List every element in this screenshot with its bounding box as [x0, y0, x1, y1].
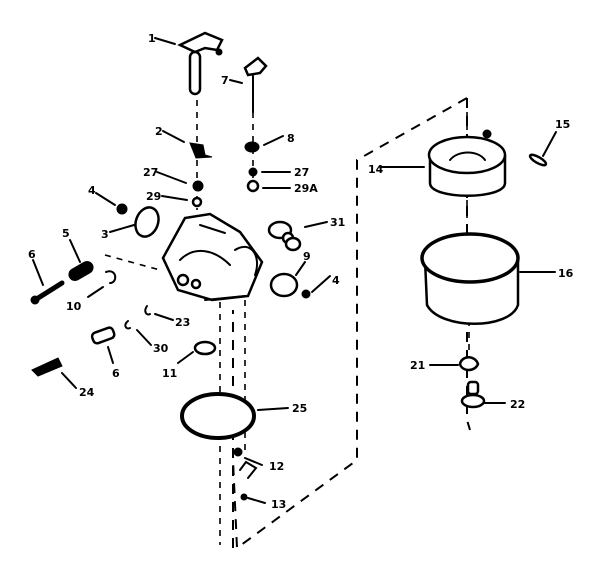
part-12-spring [239, 460, 258, 479]
part-24-needle [31, 357, 63, 377]
callout-10: 10 [66, 300, 82, 313]
callout-25: 25 [292, 402, 307, 415]
part-21 [458, 356, 480, 372]
callout-31: 31 [330, 216, 345, 229]
callout-9: 9 [303, 250, 311, 263]
callout-labels: 1 7 2 8 27 27 29 29A 4 3 31 6 5 9 4 10 2… [28, 32, 574, 511]
part-12-ball [233, 447, 243, 457]
part-23 [144, 305, 151, 316]
part-31-fitting [267, 220, 302, 252]
part-30 [124, 320, 131, 330]
callout-23: 23 [175, 316, 190, 329]
callout-11: 11 [162, 367, 177, 380]
callout-6b: 6 [112, 367, 120, 380]
part-15-pin [528, 153, 548, 167]
callout-1: 1 [148, 32, 156, 45]
callout-14: 14 [368, 163, 384, 176]
callout-29: 29 [146, 190, 161, 203]
callout-16: 16 [558, 267, 574, 280]
part-5-spring [68, 261, 94, 281]
assembly-frame [232, 97, 471, 550]
callout-13: 13 [271, 498, 286, 511]
callout-22: 22 [510, 398, 525, 411]
callout-21: 21 [410, 359, 425, 372]
part-6-screw [30, 280, 65, 305]
callout-24: 24 [79, 386, 95, 399]
part-4-right [301, 289, 311, 299]
part-3-gasket [134, 206, 160, 238]
part-4-left [116, 203, 128, 215]
callout-29A: 29A [294, 182, 318, 195]
part-2 [189, 142, 213, 159]
part-16-bowl [420, 232, 520, 325]
part-10-clip [105, 270, 117, 284]
callout-27b: 27 [294, 166, 309, 179]
part-27-right [248, 167, 258, 177]
callout-8: 8 [287, 132, 295, 145]
callout-15: 15 [555, 118, 570, 131]
part-29A [246, 179, 260, 193]
part-9 [269, 272, 299, 298]
callout-27a: 27 [143, 166, 158, 179]
leader-lines [32, 37, 557, 504]
callout-12: 12 [269, 460, 284, 473]
part-22-nut [460, 380, 486, 409]
part-11 [193, 340, 217, 356]
callout-2: 2 [155, 125, 163, 138]
part-25-gasket [180, 392, 256, 440]
part-8 [244, 141, 260, 153]
part-carburetor-body [161, 212, 264, 302]
callout-7: 7 [221, 74, 229, 87]
part-14-float [427, 129, 507, 197]
callout-6a: 6 [28, 248, 36, 261]
part-6-jet [90, 326, 116, 345]
part-13 [240, 493, 248, 501]
part-throttle-lever [177, 31, 224, 96]
part-27-left [192, 180, 204, 192]
part-choke-lever [243, 56, 268, 113]
part-29 [191, 196, 203, 208]
callout-4a: 4 [88, 184, 96, 197]
callout-5: 5 [62, 227, 70, 240]
callout-4b: 4 [332, 274, 340, 287]
callout-3: 3 [101, 228, 109, 241]
callout-30: 30 [153, 342, 169, 355]
